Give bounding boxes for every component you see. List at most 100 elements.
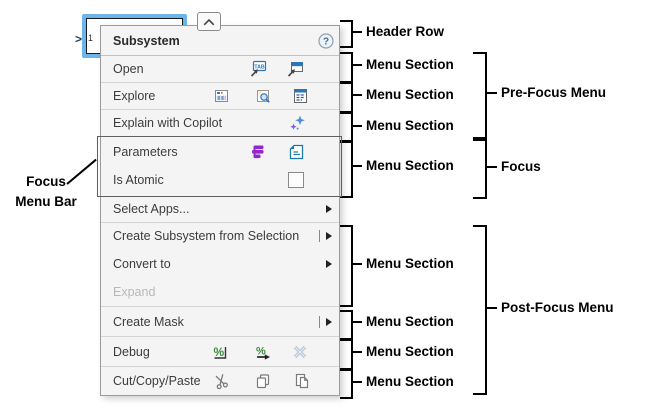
svg-text:TAB: TAB: [254, 64, 265, 70]
bracket-dash: [353, 381, 362, 383]
submenu-arrow-icon: [326, 317, 332, 326]
menu-title: Subsystem: [113, 33, 180, 48]
annotation-menu-section: Menu Section: [366, 373, 454, 389]
bracket-dash: [487, 307, 497, 309]
annotation-pre-focus-menu: Pre-Focus Menu: [501, 84, 607, 100]
menu-item-label: Cut/Copy/Paste: [113, 374, 201, 388]
menu-item-debug[interactable]: Debug % %: [101, 337, 339, 366]
bracket-menu-section: [340, 140, 353, 198]
model-explorer-icon[interactable]: [212, 87, 230, 105]
bracket-dash: [353, 31, 362, 33]
menu-item-create-mask[interactable]: Create Mask: [101, 307, 339, 336]
bracket-pre-focus-menu: [473, 52, 487, 139]
annotation-menu-section: Menu Section: [366, 117, 454, 133]
menu-item-label: Debug: [113, 344, 150, 359]
menu-item-select-apps[interactable]: Select Apps...: [101, 195, 339, 222]
bracket-menu-section: [340, 225, 353, 307]
bracket-dash: [487, 166, 497, 168]
menu-item-label: Explore: [113, 88, 156, 103]
open-in-window-icon[interactable]: [286, 60, 304, 78]
bracket-dash: [353, 165, 362, 167]
bracket-menu-section: [340, 112, 353, 143]
bracket-dash: [487, 92, 497, 94]
separator: [101, 366, 339, 367]
annotation-menu-section: Menu Section: [366, 255, 454, 271]
menu-item-convert-to[interactable]: Convert to: [101, 250, 339, 278]
menu-item-explain-with-copilot[interactable]: Explain with Copilot: [101, 109, 339, 136]
bracket-menu-section: [340, 339, 353, 370]
submenu-arrow-icon: [326, 204, 332, 213]
menu-header-row: Subsystem ?: [101, 26, 339, 55]
bracket-menu-section: [340, 310, 353, 340]
open-in-tab-icon[interactable]: TAB: [249, 60, 267, 78]
menu-item-explore[interactable]: Explore: [101, 82, 339, 109]
submenu-arrow-icon: [326, 232, 332, 240]
separator: [101, 336, 339, 337]
mask-document-icon[interactable]: [287, 143, 305, 161]
menu-item-parameters[interactable]: Parameters: [101, 137, 339, 166]
debug-breakpoint-icon[interactable]: %: [211, 343, 229, 361]
property-inspector-icon[interactable]: [291, 87, 309, 105]
bracket-dash: [353, 321, 362, 323]
separator: [101, 109, 339, 110]
menu-item-label: Create Subsystem from Selection: [113, 229, 300, 243]
svg-text:%: %: [214, 345, 225, 359]
is-atomic-checkbox[interactable]: [288, 172, 304, 188]
bracket-menu-section: [340, 369, 353, 399]
bracket-post-focus-menu: [473, 225, 487, 395]
copy-icon[interactable]: [254, 372, 272, 390]
bracket-focus: [473, 139, 487, 199]
cut-icon[interactable]: [212, 372, 230, 390]
bracket-dash: [353, 125, 362, 127]
copilot-sparkles-icon[interactable]: [288, 114, 306, 132]
annotation-post-focus-menu: Post-Focus Menu: [501, 299, 614, 315]
annotation-menu-section: Menu Section: [366, 313, 454, 329]
menu-item-label: Parameters: [113, 144, 178, 159]
separator: [101, 222, 339, 223]
annotation-menu-section: Menu Section: [366, 86, 454, 102]
input-port-icon: >: [75, 32, 83, 46]
bracket-dash: [353, 351, 362, 353]
bracket-dash: [353, 64, 362, 66]
separator: [101, 55, 339, 56]
menu-item-label: Create Mask: [113, 314, 184, 329]
bracket-menu-section: [340, 82, 353, 113]
menu-item-cut-copy-paste[interactable]: Cut/Copy/Paste: [101, 367, 339, 395]
help-icon[interactable]: ?: [318, 33, 334, 49]
separator: [101, 306, 339, 307]
annotation-header-row: Header Row: [366, 23, 445, 39]
bracket-dash: [353, 94, 362, 96]
port-number-label: 1: [88, 33, 94, 43]
svg-text:%: %: [256, 345, 266, 357]
annotation-focus-menu-bar: Focus Menu Bar: [4, 172, 88, 212]
separator: [101, 82, 339, 83]
focus-menu-bar-line1: Focus: [26, 174, 66, 189]
submenu-arrow-icon: [326, 260, 332, 268]
bracket-menu-section: [340, 52, 353, 83]
debug-clear-disabled-icon: [293, 345, 307, 358]
menu-item-label: Open: [113, 61, 144, 76]
collapse-menu-button[interactable]: [197, 12, 221, 31]
annotation-menu-section: Menu Section: [366, 56, 454, 72]
svg-text:?: ?: [323, 37, 329, 48]
bracket-dash: [353, 263, 362, 265]
debug-step-icon[interactable]: %: [254, 343, 272, 361]
paste-icon[interactable]: [292, 372, 310, 390]
find-in-model-icon[interactable]: [254, 87, 272, 105]
annotation-focus: Focus: [501, 158, 541, 174]
menu-item-label: Explain with Copilot: [113, 115, 223, 130]
menu-item-is-atomic[interactable]: Is Atomic: [101, 166, 339, 194]
menu-item-label: Expand: [113, 285, 156, 299]
menu-item-create-subsystem-from-selection[interactable]: Create Subsystem from Selection: [101, 222, 339, 250]
menu-item-label: Convert to: [113, 257, 171, 271]
menu-item-open[interactable]: Open TAB: [101, 55, 339, 82]
menu-item-label: Is Atomic: [113, 173, 164, 187]
split-divider: [319, 230, 320, 242]
split-divider: [319, 315, 320, 328]
annotation-menu-section: Menu Section: [366, 343, 454, 359]
subsystem-context-menu: Subsystem ? Open TAB Explo: [97, 25, 342, 396]
block-parameters-icon[interactable]: [249, 143, 267, 161]
chevron-up-icon: [203, 18, 215, 25]
bracket-header-row: [340, 20, 353, 48]
